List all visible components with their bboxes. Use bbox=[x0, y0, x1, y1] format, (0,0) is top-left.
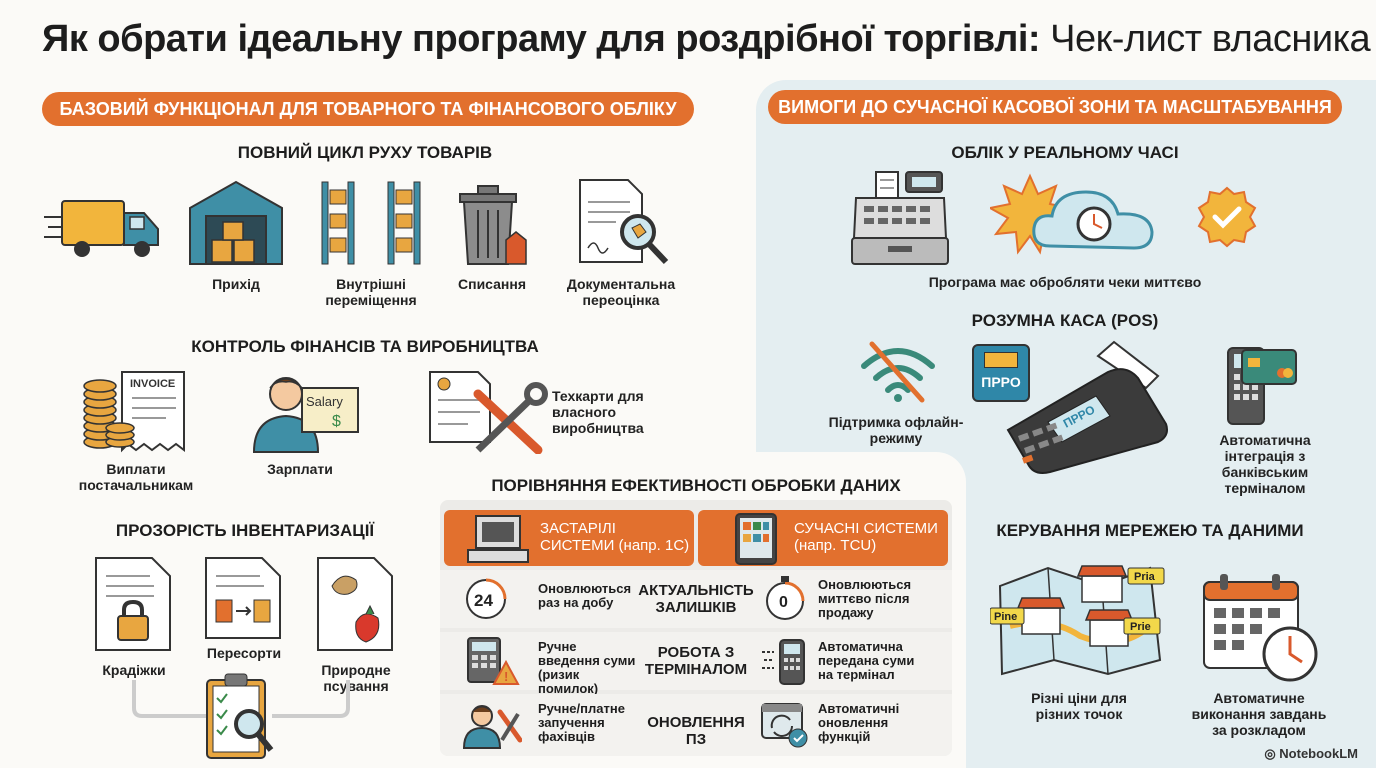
title-light: Чек-лист власника bbox=[1050, 18, 1371, 60]
row-1-middle: АКТУАЛЬНІСТЬ ЗАЛИШКІВ bbox=[638, 582, 754, 616]
salary-text: Salary bbox=[306, 394, 343, 409]
row-3-right: Автоматичні оновлення функцій bbox=[818, 701, 900, 744]
realtime-title: ОБЛІК У РЕАЛЬНОМУ ЧАСІ bbox=[951, 143, 1179, 162]
stopwatch-icon: 0 bbox=[766, 576, 805, 620]
wifi-off-icon bbox=[861, 341, 935, 403]
goods-item-2: Внутрішні переміщення bbox=[325, 276, 417, 308]
svg-text:!: ! bbox=[504, 669, 508, 684]
inventory-item-3: Природне псування bbox=[321, 662, 391, 694]
row-2-right: Автоматична передана суми на термінал bbox=[818, 639, 915, 682]
row-1-right: Оновлюються миттєво після продажу bbox=[818, 577, 912, 620]
realtime-caption: Програма має обробляти чеки миттєво bbox=[928, 274, 1202, 290]
compare-row-2: ! Ручне введення суми (ризик помилок) РО… bbox=[440, 632, 952, 696]
goods-item-1: Прихід bbox=[212, 276, 260, 292]
compare-title: ПОРІВНЯННЯ ЕФЕКТИВНОСТІ ОБРОБКИ ДАНИХ bbox=[491, 476, 901, 495]
cash-register-icon bbox=[851, 171, 949, 265]
brand-icon: ◎ bbox=[1264, 746, 1276, 761]
prro-badge-text: ПРРО bbox=[981, 374, 1021, 390]
brand-watermark: ◎ NotebookLM bbox=[1264, 746, 1358, 762]
swap-document-icon bbox=[205, 557, 281, 639]
pos-terminal-icon: ПРРО bbox=[1006, 340, 1168, 474]
row-3-left: Ручне/платне запучення фахівців bbox=[538, 701, 625, 744]
modern-header: СУЧАСНІ СИСТЕМИ (напр. TCU) bbox=[698, 510, 948, 566]
auto-update-icon bbox=[761, 703, 808, 748]
right-section-header: ВИМОГИ ДО СУЧАСНОЇ КАСОВОЇ ЗОНИ ТА МАСШТ… bbox=[768, 90, 1342, 124]
techcard-wrench-icon bbox=[429, 371, 548, 454]
price-tag-3: Prie bbox=[1130, 621, 1151, 633]
clock-24-icon: 24 bbox=[466, 578, 507, 619]
document-magnifier-icon bbox=[579, 179, 669, 265]
clock-24-text: 24 bbox=[474, 591, 493, 610]
old-computer-icon bbox=[467, 515, 529, 563]
compare-row-1: 24 Оновлюються раз на добу АКТУАЛЬНІСТЬ … bbox=[440, 570, 952, 628]
technician-icon bbox=[462, 705, 522, 749]
row-2-middle: РОБОТА З ТЕРМІНАЛОМ bbox=[644, 644, 748, 678]
legacy-label: ЗАСТАРІЛІ СИСТЕМИ (напр. 1С) bbox=[540, 520, 690, 554]
shelves-icon bbox=[321, 181, 421, 265]
goods-item-4: Документальна переоцінка bbox=[566, 276, 676, 308]
row-2-left: Ручне введення суми (ризик помилок) bbox=[538, 639, 636, 696]
check-badge-icon bbox=[1197, 186, 1257, 248]
inventory-title: ПРОЗОРІСТЬ ІНВЕНТАРИЗАЦІЇ bbox=[115, 521, 375, 540]
price-tag-2: Pine bbox=[994, 611, 1017, 623]
map-stores-icon: Pria Pine Prie bbox=[990, 565, 1165, 676]
pos-title: РОЗУМНА КАСА (POS) bbox=[971, 311, 1159, 330]
invoice-text: INVOICE bbox=[130, 378, 175, 390]
lock-document-icon bbox=[95, 557, 171, 651]
inventory-item-1: Крадіжки bbox=[102, 662, 166, 678]
bank-terminal-card-icon bbox=[1227, 347, 1297, 425]
inventory-connector bbox=[132, 680, 350, 718]
warehouse-icon bbox=[189, 180, 283, 265]
left-section-header: БАЗОВИЙ ФУНКЦІОНАЛ ДЛЯ ТОВАРНОГО ТА ФІНА… bbox=[42, 92, 694, 126]
page-title: Як обрати ідеальну програму для роздрібн… bbox=[42, 18, 1371, 61]
tablet-icon bbox=[735, 513, 777, 565]
compare-row-3: Ручне/платне запучення фахівців ОНОВЛЕНН… bbox=[440, 694, 952, 756]
pos-bank: Автоматична інтеграція з банківським тер… bbox=[1219, 432, 1311, 496]
modern-label: СУЧАСНІ СИСТЕМИ (напр. TCU) bbox=[794, 520, 938, 554]
terminal-icon bbox=[762, 639, 805, 685]
person-salary-icon: Salary $ bbox=[252, 377, 359, 453]
row-1-left: Оновлюються раз на добу bbox=[538, 581, 632, 610]
finance-title: КОНТРОЛЬ ФІНАНСІВ ТА ВИРОБНИЦТВА bbox=[191, 337, 539, 356]
sun-cloud-clock-icon bbox=[990, 173, 1154, 255]
truck-icon bbox=[44, 200, 159, 257]
brand-text: NotebookLM bbox=[1279, 746, 1358, 761]
clipboard-magnifier-icon bbox=[206, 673, 274, 759]
goods-item-3: Списання bbox=[458, 276, 526, 292]
network-item-2: Автоматичне виконання завдань за розклад… bbox=[1191, 690, 1327, 738]
prro-badge: ПРРО bbox=[972, 344, 1030, 402]
calculator-warning-icon: ! bbox=[467, 637, 520, 685]
finance-item-2: Зарплати bbox=[267, 461, 333, 477]
stopwatch-text: 0 bbox=[779, 594, 788, 611]
calendar-clock-icon bbox=[1203, 574, 1318, 682]
finance-item-3: Техкарти для власного виробництва bbox=[552, 388, 644, 436]
pos-offline: Підтримка офлайн-режиму bbox=[828, 414, 964, 446]
inventory-item-2: Пересорти bbox=[206, 645, 282, 661]
comparison-table: ЗАСТАРІЛІ СИСТЕМИ (напр. 1С) СУЧАСНІ СИС… bbox=[440, 500, 952, 756]
network-title: КЕРУВАННЯ МЕРЕЖЕЮ ТА ДАНИМИ bbox=[996, 521, 1304, 540]
coins-invoice-icon: INVOICE bbox=[83, 371, 185, 453]
row-3-middle: ОНОВЛЕННЯ ПЗ bbox=[647, 714, 745, 748]
spoiled-food-document-icon bbox=[317, 557, 393, 651]
finance-item-1: Виплати постачальникам bbox=[78, 461, 194, 493]
price-tag-1: Pria bbox=[1134, 571, 1156, 583]
svg-text:$: $ bbox=[332, 413, 341, 430]
trash-icon bbox=[459, 185, 527, 265]
title-bold: Як обрати ідеальну програму для роздрібн… bbox=[42, 18, 1041, 60]
legacy-header: ЗАСТАРІЛІ СИСТЕМИ (напр. 1С) bbox=[444, 510, 694, 566]
goods-title: ПОВНИЙ ЦИКЛ РУХУ ТОВАРІВ bbox=[237, 143, 493, 162]
network-item-1: Різні ціни для різних точок bbox=[1031, 690, 1127, 722]
